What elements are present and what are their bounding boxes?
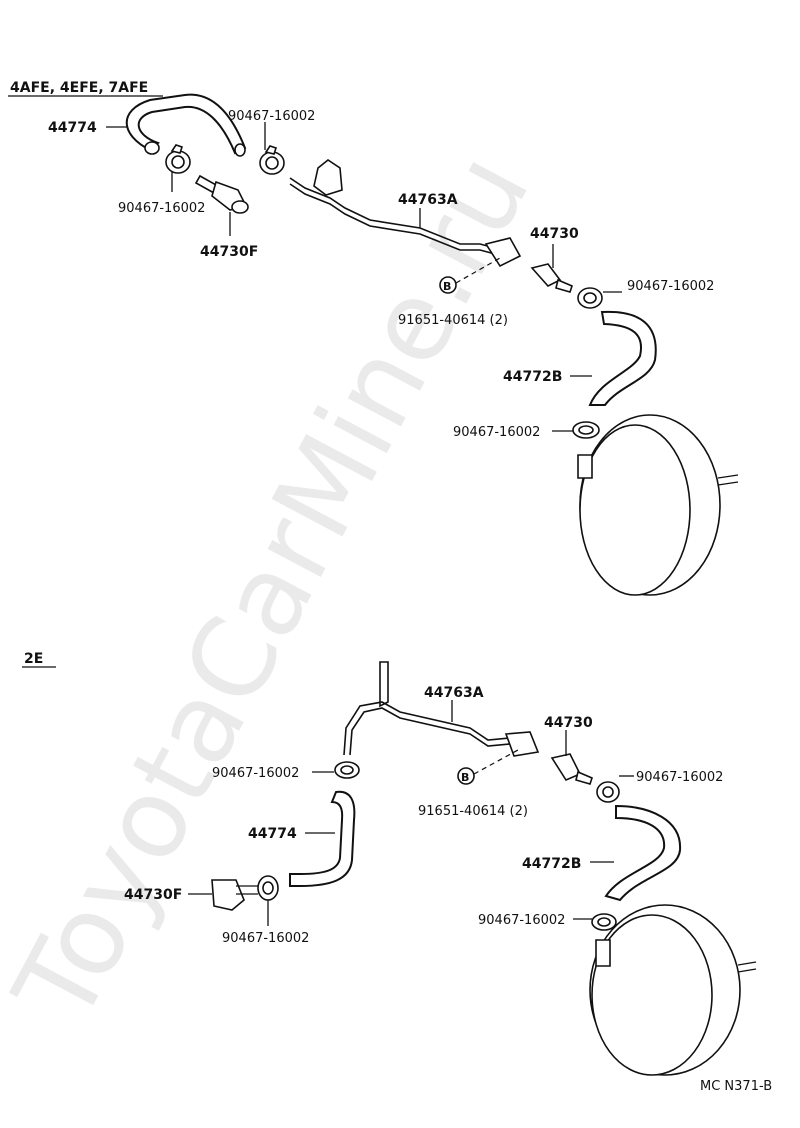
figure-code: MC N371-B [700,1079,772,1094]
label-44730F-bottom: 44730F [124,887,182,903]
section-bottom: 2E [22,651,757,1076]
hose-44772B-bottom [604,804,682,902]
label-clamp-c: 90467-16002 [627,279,714,294]
clamp-90467-d [572,421,600,439]
hose-44774-end-right [234,143,246,157]
clamp-90467-a-bottom [334,761,360,779]
bolt-marker-text-bottom: B [461,771,469,784]
label-clamp-b-bottom: 90467-16002 [636,770,723,785]
label-44772B-bottom: 44772B [522,856,581,872]
leader-bolt-dash-bottom [473,749,519,775]
hose-44774-bottom [289,790,356,887]
clamp-90467-d-bottom [591,913,617,931]
label-44763A: 44763A [398,192,458,208]
section-top-header: 4AFE, 4EFE, 7AFE [10,80,148,96]
label-44730-bottom: 44730 [544,715,593,731]
label-44730F: 44730F [200,244,258,260]
bolt-marker-circle-top [439,276,457,294]
check-valve-44730 [530,263,573,293]
section-top: 4AFE, 4EFE, 7AFE [8,80,739,596]
label-clamp-d-bottom: 90467-16002 [478,913,565,928]
watermark-text: ToyotaCarMine.ru [0,134,554,1043]
label-44774-bottom: 44774 [248,826,297,842]
brake-booster-top [577,414,739,596]
section-bottom-header: 2E [24,651,43,667]
brake-booster-bottom [589,904,757,1076]
label-clamp-d: 90467-16002 [453,425,540,440]
clamp-90467-c [577,287,603,309]
check-valve-44730F [194,174,249,214]
label-clamp-a: 90467-16002 [118,201,205,216]
label-44772B: 44772B [503,369,562,385]
label-91651: 91651-40614 (2) [398,313,508,328]
label-clamp-a-bottom: 90467-16002 [212,766,299,781]
bolt-marker-circle-bottom [457,767,475,785]
hose-44772B [588,310,657,406]
hose-44774-end [144,141,160,155]
label-91651-bottom: 91651-40614 (2) [418,804,528,819]
clamp-90467-b-bottom [596,781,620,803]
pipe-44763A-bottom [343,661,540,757]
label-clamp-c-bottom: 90467-16002 [222,931,309,946]
label-44730: 44730 [530,226,579,242]
label-44763A-bottom: 44763A [424,685,484,701]
clamp-90467-a [165,144,191,174]
label-clamp-b: 90467-16002 [228,109,315,124]
clamp-90467-b [259,145,285,175]
bolt-marker-text-top: B [443,280,451,293]
label-44774: 44774 [48,120,97,136]
check-valve-44730-bottom [550,753,593,785]
pipe-44763A [289,159,522,268]
clamp-90467-c-bottom [257,875,279,901]
check-valve-44730F-bottom [211,879,258,911]
